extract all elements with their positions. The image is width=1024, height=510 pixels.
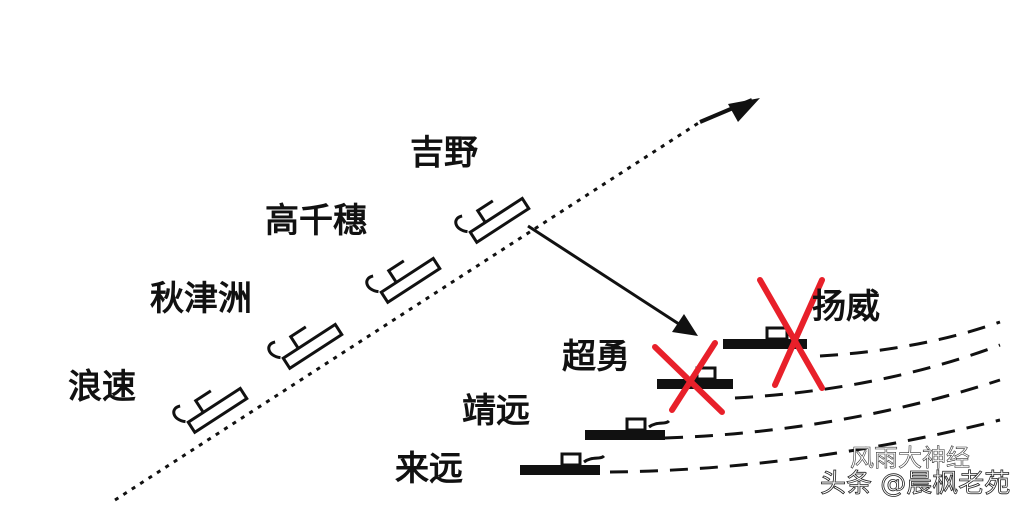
ship-label-akitsushima: 秋津洲 <box>150 279 252 319</box>
japanese-ship-icon <box>172 386 249 435</box>
japanese-ship-icon <box>365 256 442 305</box>
ship-label-takachiho: 高千穗 <box>265 201 367 241</box>
japanese-ship-icon <box>454 196 531 245</box>
japanese-course-line <box>114 98 760 502</box>
japanese-ship-icon <box>267 322 344 371</box>
chinese-ship-icon <box>585 417 671 440</box>
ship-label-naniwa: 浪速 <box>68 367 136 407</box>
watermark-line1: 风雨大神经 <box>850 444 970 472</box>
watermark-line2: 头条 @晨枫老苑 <box>820 469 1010 499</box>
chinese-ship-icon <box>723 326 807 349</box>
sunk-x-mark <box>652 340 725 415</box>
ship-label-chaoyong: 超勇 <box>562 337 630 377</box>
ship-label-yoshino: 吉野 <box>410 133 478 173</box>
attack-arrow <box>527 224 698 336</box>
sunk-x-mark <box>757 277 825 391</box>
ship-label-jingyuan: 靖远 <box>462 391 530 431</box>
chinese-ship-icon <box>520 452 606 475</box>
course-arrowhead <box>728 98 760 122</box>
ship-label-yangwei: 扬威 <box>812 287 880 327</box>
chinese-wake-lines <box>609 320 1001 474</box>
ship-label-laiyuan: 来远 <box>395 449 463 489</box>
